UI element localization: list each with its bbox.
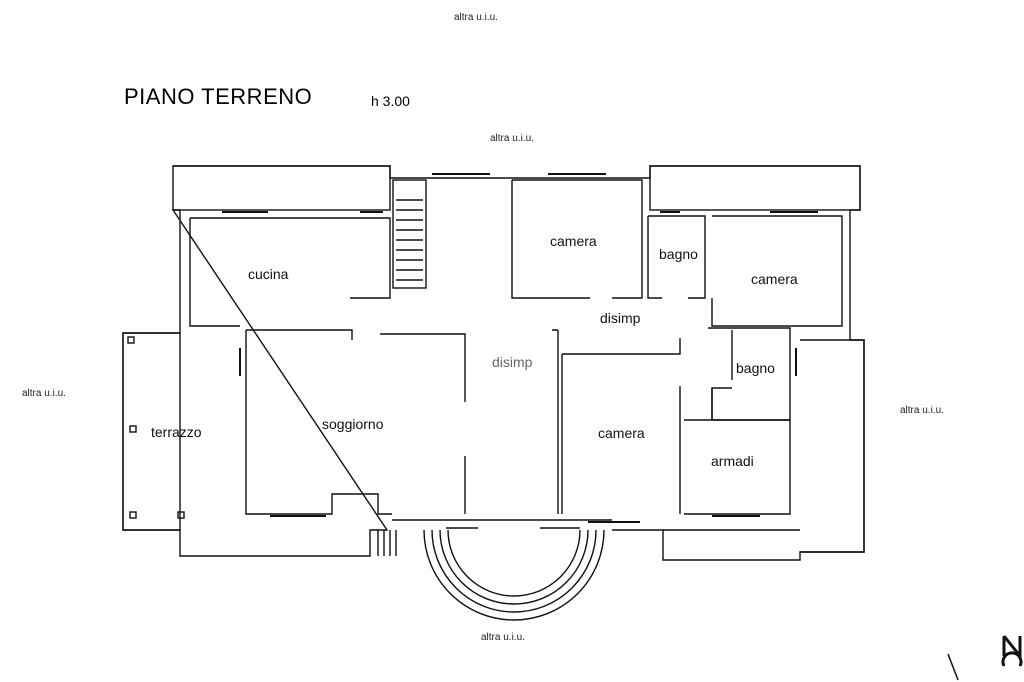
room-camera-top: camera	[550, 233, 597, 249]
neighbor-top-inner: altra u.i.u.	[490, 133, 534, 144]
room-disimp-center: disimp	[492, 354, 533, 370]
entrance-steps	[423, 529, 605, 621]
top-right-balcony	[649, 165, 861, 211]
room-camera-bottom: camera	[598, 425, 645, 441]
bagno-top-walls	[647, 215, 706, 299]
corridor-walls	[380, 329, 559, 514]
room-cucina: cucina	[248, 266, 289, 282]
camera-top-walls	[511, 179, 643, 299]
column-1	[127, 336, 135, 344]
soggiorno-walls	[245, 329, 392, 515]
staircase	[392, 179, 427, 289]
column-2	[129, 425, 137, 433]
column-3	[129, 511, 137, 519]
side-steps	[377, 530, 397, 556]
cucina-walls	[189, 217, 391, 327]
north-arrow-icon	[947, 635, 1023, 681]
armadi-walls	[684, 419, 791, 515]
room-soggiorno: soggiorno	[322, 416, 384, 432]
room-disimp-upper: disimp	[600, 310, 641, 326]
bottom-facade	[392, 519, 612, 529]
top-left-balcony	[172, 165, 391, 211]
disimp-walls	[561, 327, 791, 514]
bagno-right-walls	[711, 330, 733, 420]
neighbor-left: altra u.i.u.	[22, 388, 66, 399]
stair-steps	[396, 199, 423, 281]
camera-right-walls	[711, 215, 843, 327]
room-terrazzo: terrazzo	[151, 424, 202, 440]
room-bagno-right: bagno	[736, 360, 775, 376]
room-bagno-top: bagno	[659, 246, 698, 262]
ceiling-height: h 3.00	[371, 93, 410, 109]
neighbor-right: altra u.i.u.	[900, 405, 944, 416]
neighbor-top-outer: altra u.i.u.	[454, 12, 498, 23]
room-armadi: armadi	[711, 453, 754, 469]
plan-title: PIANO TERRENO	[124, 84, 313, 109]
column-4	[177, 511, 185, 519]
room-camera-right: camera	[751, 271, 798, 287]
right-terrace	[800, 339, 865, 553]
neighbor-bottom: altra u.i.u.	[481, 632, 525, 643]
terrazzo-outline	[122, 332, 181, 531]
